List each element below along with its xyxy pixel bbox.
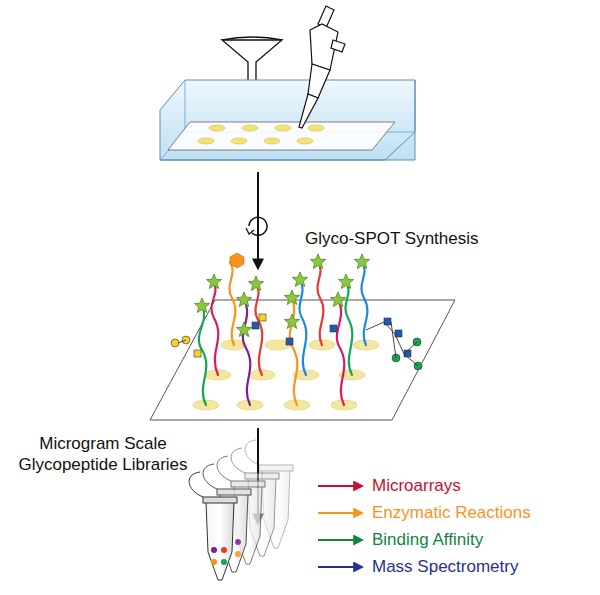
synthesis-arrow xyxy=(246,172,267,268)
glycan-star xyxy=(236,292,251,307)
sample-tubes xyxy=(189,440,293,580)
reaction-tray xyxy=(160,80,415,160)
step-label: Microgram Scale Glycopeptide Libraries xyxy=(8,433,198,476)
glycan-star xyxy=(354,254,369,269)
application-label: Microarrays xyxy=(372,475,592,496)
glycan-star xyxy=(338,274,353,289)
application-label: Mass Spectrometry xyxy=(372,556,592,577)
application-label: Enzymatic Reactions xyxy=(372,502,592,523)
glycan-star xyxy=(194,298,209,313)
glycan-star xyxy=(310,254,325,269)
application-arrows xyxy=(318,486,362,567)
glycan-star xyxy=(284,290,299,305)
glycan-star xyxy=(236,322,251,337)
glycan-star xyxy=(330,292,345,307)
application-label: Binding Affinity xyxy=(372,529,592,550)
glycan-star xyxy=(284,314,299,329)
tube xyxy=(189,472,237,580)
step-label: Glyco-SPOT Synthesis xyxy=(305,228,505,249)
glycan-star xyxy=(292,272,307,287)
synthesis-membrane xyxy=(150,253,455,420)
glycan-star xyxy=(248,276,263,291)
glycan-star xyxy=(206,274,221,289)
pipette xyxy=(299,6,345,128)
